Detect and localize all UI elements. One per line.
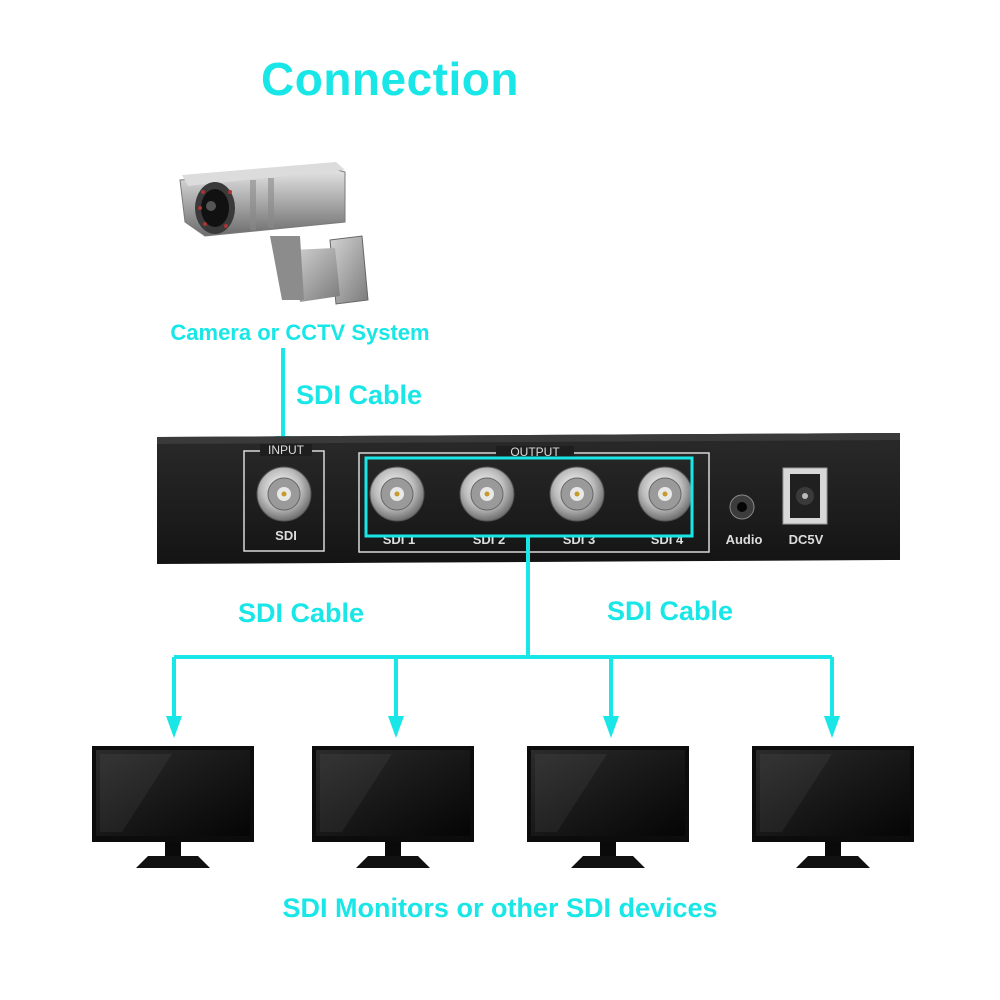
monitor-arrow-2 — [388, 657, 404, 738]
monitor-icon — [312, 746, 474, 868]
monitor-arrow-4 — [824, 657, 840, 738]
input-cable-label: SDI Cable — [296, 380, 423, 410]
output-bnc-port-4[interactable] — [637, 466, 693, 522]
audio-jack[interactable] — [729, 494, 755, 520]
output-bnc-port-1[interactable] — [369, 466, 425, 522]
monitor-arrow-1 — [166, 657, 182, 738]
output-bnc-port-2[interactable] — [459, 466, 515, 522]
input-group-label: INPUT — [268, 443, 305, 457]
monitor-arrow-3 — [603, 657, 619, 738]
output-cable-lines — [166, 536, 840, 738]
monitors-label: SDI Monitors or other SDI devices — [282, 893, 718, 923]
output-group-label: OUTPUT — [510, 445, 560, 459]
input-bnc-port[interactable] — [256, 466, 312, 522]
power-label: DC5V — [789, 532, 824, 547]
output-port-label: SDI 4 — [651, 532, 684, 547]
output-cable-label-left: SDI Cable — [238, 598, 365, 628]
dc-power-jack[interactable] — [782, 467, 828, 525]
audio-label: Audio — [726, 532, 763, 547]
diagram-title: Connection — [261, 53, 519, 105]
output-port-label: SDI 1 — [383, 532, 416, 547]
camera-label: Camera or CCTV System — [170, 320, 430, 345]
output-cable-label-right: SDI Cable — [607, 596, 734, 626]
cctv-camera-icon — [179, 162, 369, 305]
input-port-label: SDI — [275, 528, 297, 543]
monitor-icon — [752, 746, 914, 868]
output-bnc-port-3[interactable] — [549, 466, 605, 522]
monitor-icon — [92, 746, 254, 868]
sdi-splitter-device: INPUT SDI OUTPUT SDI 1 SDI 2 SDI 3 SDI 4 Au… — [157, 433, 900, 564]
output-port-label: SDI 3 — [563, 532, 596, 547]
output-port-label: SDI 2 — [473, 532, 506, 547]
monitor-icon — [527, 746, 689, 868]
